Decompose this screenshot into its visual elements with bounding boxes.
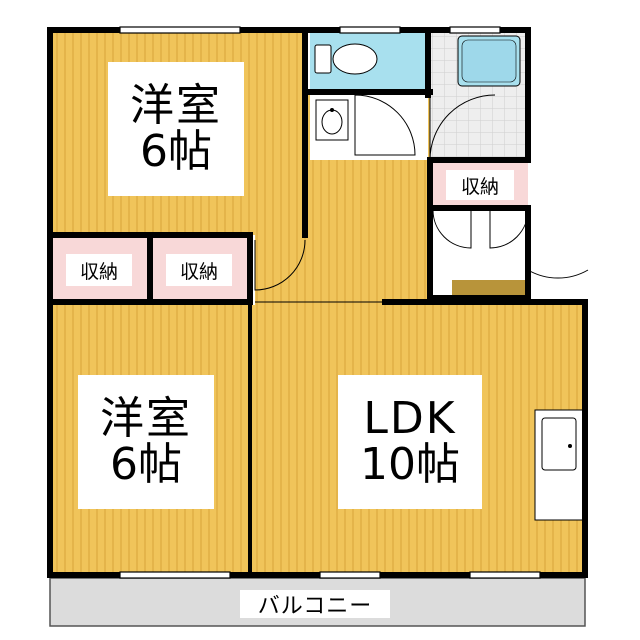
walls <box>47 27 588 578</box>
toilet-fixture <box>314 43 378 75</box>
bedroom-south-label: 洋室 6帖 <box>78 375 214 509</box>
storage-right-label: 収納 <box>446 170 514 200</box>
ldk-size: 10帖 <box>360 439 460 490</box>
ldk-name: LDK <box>363 392 457 444</box>
storage-middle-label: 収納 <box>166 254 232 286</box>
bedroom-north-name: 洋室 <box>130 79 222 131</box>
ldk-label: LDK 10帖 <box>338 375 482 509</box>
kitchen-counter <box>534 409 584 521</box>
balcony-label: バルコニー <box>240 590 390 619</box>
bedroom-north-size: 6帖 <box>140 126 212 177</box>
windows <box>119 26 541 579</box>
shoe-box <box>452 280 528 298</box>
bedroom-south-size: 6帖 <box>110 439 182 490</box>
storage-left-label: 収納 <box>66 254 132 286</box>
wash-basin <box>315 99 349 141</box>
bedroom-south-name: 洋室 <box>100 392 192 444</box>
bathtub <box>457 35 521 87</box>
thin-lines <box>249 301 385 440</box>
bedroom-north-label: 洋室 6帖 <box>108 62 244 196</box>
